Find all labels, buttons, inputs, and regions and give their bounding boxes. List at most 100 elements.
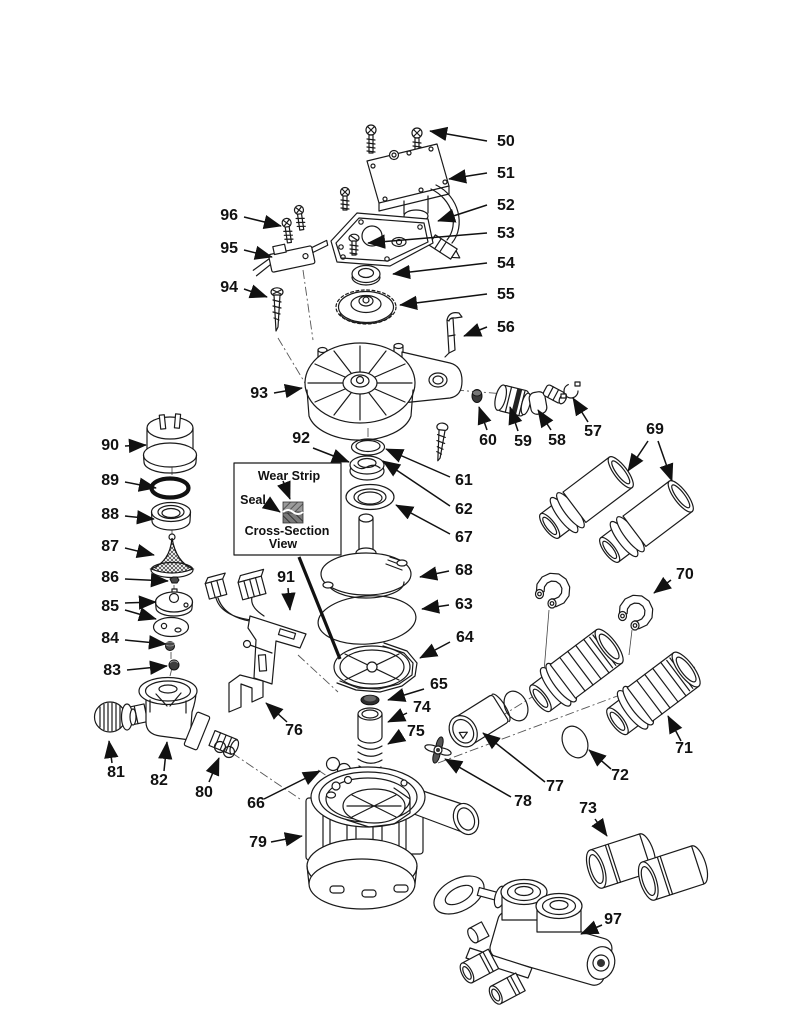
- hose-adapter-69a: [539, 456, 634, 539]
- injector-59: [494, 384, 532, 417]
- callout-67: 67: [395, 504, 473, 546]
- part-number-94: 94: [220, 279, 238, 296]
- part-number-71: 71: [675, 740, 693, 757]
- inset-caption-line1: Cross-Section: [245, 524, 330, 538]
- part-number-52: 52: [497, 197, 515, 214]
- inset-caption-line2: View: [269, 537, 298, 551]
- part-number-58: 58: [548, 432, 566, 449]
- retaining-clip-70b: [617, 594, 654, 631]
- piston-74: [357, 707, 383, 744]
- part-number-88: 88: [101, 506, 119, 523]
- callout-57: 57: [572, 397, 602, 440]
- callout-90: 90: [101, 437, 147, 454]
- inset-seal-label: Seal: [240, 493, 266, 507]
- part-number-57: 57: [584, 423, 602, 440]
- callout-80: 80: [195, 757, 220, 801]
- callout-64: 64: [419, 629, 474, 659]
- part-number-74: 74: [413, 699, 431, 716]
- screw-94-b: [436, 422, 449, 462]
- callout-59: 59: [508, 406, 532, 450]
- gear-55: [335, 289, 397, 325]
- callout-71: 71: [667, 715, 693, 757]
- callout-66: 66: [247, 770, 321, 812]
- filter-valve-82: [121, 676, 240, 756]
- callout-95: 95: [220, 240, 273, 260]
- callout-63: 63: [421, 596, 473, 614]
- bracket-56: [444, 312, 463, 358]
- plug-60: [471, 389, 483, 403]
- tube-73b: [637, 845, 709, 901]
- callout-89: 89: [101, 472, 157, 492]
- callout-58: 58: [537, 409, 566, 449]
- callout-79: 79: [249, 832, 303, 851]
- screws-96: [281, 204, 306, 244]
- clamp-57: [560, 381, 581, 399]
- callout-72: 72: [588, 749, 629, 784]
- callout-73: 73: [579, 800, 608, 837]
- part-number-67: 67: [455, 529, 473, 546]
- o-rings-80: [213, 740, 236, 759]
- part-number-81: 81: [107, 764, 125, 781]
- part-number-61: 61: [455, 472, 473, 489]
- part-number-64: 64: [456, 629, 474, 646]
- motor-wires: [428, 184, 461, 260]
- hose-adapter-69b: [599, 480, 694, 563]
- callout-93: 93: [250, 383, 303, 402]
- bypass-valve-97: [433, 875, 616, 1005]
- retaining-clip-70a: [534, 572, 571, 609]
- callout-53: 53: [367, 225, 515, 249]
- callout-55: 55: [399, 286, 515, 310]
- o-ring-63: [317, 595, 417, 645]
- callout-92: 92: [292, 430, 350, 463]
- screen-87: [149, 533, 195, 579]
- callout-87: 87: [101, 538, 155, 558]
- part-number-68: 68: [455, 562, 473, 579]
- part-number-66: 66: [247, 795, 265, 812]
- cap-90: [142, 413, 198, 474]
- grommet-54: [351, 264, 381, 286]
- bearing-62-92: [349, 455, 385, 481]
- motor-assembly: [366, 143, 450, 223]
- inset-box: Wear Strip Seal Cross-Section View: [233, 462, 342, 660]
- part-number-97: 97: [604, 911, 622, 928]
- callout-62: 62: [382, 460, 473, 518]
- barb-adapter-71a: [529, 628, 624, 713]
- part-number-93: 93: [250, 385, 268, 402]
- disc-65: [360, 694, 380, 706]
- part-number-65: 65: [430, 676, 448, 693]
- microswitch-95: [252, 239, 329, 277]
- callout-91: 91: [277, 569, 296, 611]
- part-number-80: 80: [195, 784, 213, 801]
- knob-81: [93, 701, 137, 733]
- part-number-62: 62: [455, 501, 473, 518]
- part-number-96: 96: [220, 207, 238, 224]
- part-number-76: 76: [285, 722, 303, 739]
- part-number-89: 89: [101, 472, 119, 489]
- o-ring-61: [350, 438, 386, 456]
- callout-88: 88: [101, 506, 155, 525]
- ring-nut-88: [150, 501, 192, 531]
- part-number-90: 90: [101, 437, 119, 454]
- part-number-69: 69: [646, 421, 664, 438]
- callout-85: 85: [101, 595, 157, 622]
- washer-67: [345, 483, 395, 511]
- screw-53: [348, 233, 360, 256]
- cap-nut-83: [168, 659, 180, 671]
- part-number-79: 79: [249, 834, 267, 851]
- callout-56: 56: [463, 319, 515, 337]
- part-number-56: 56: [497, 319, 515, 336]
- callout-74: 74: [387, 699, 431, 723]
- callout-97: 97: [580, 911, 622, 935]
- seal-rotor-64: [333, 642, 418, 693]
- flow-plug-77: [448, 693, 511, 748]
- part-number-86: 86: [101, 569, 119, 586]
- part-number-82: 82: [150, 772, 168, 789]
- callout-82: 82: [150, 741, 173, 789]
- part-number-54: 54: [497, 255, 515, 272]
- callout-61: 61: [385, 448, 473, 489]
- o-ring-89: [149, 476, 191, 500]
- screw-50-b: [411, 127, 423, 159]
- o-ring-72b: [561, 725, 589, 759]
